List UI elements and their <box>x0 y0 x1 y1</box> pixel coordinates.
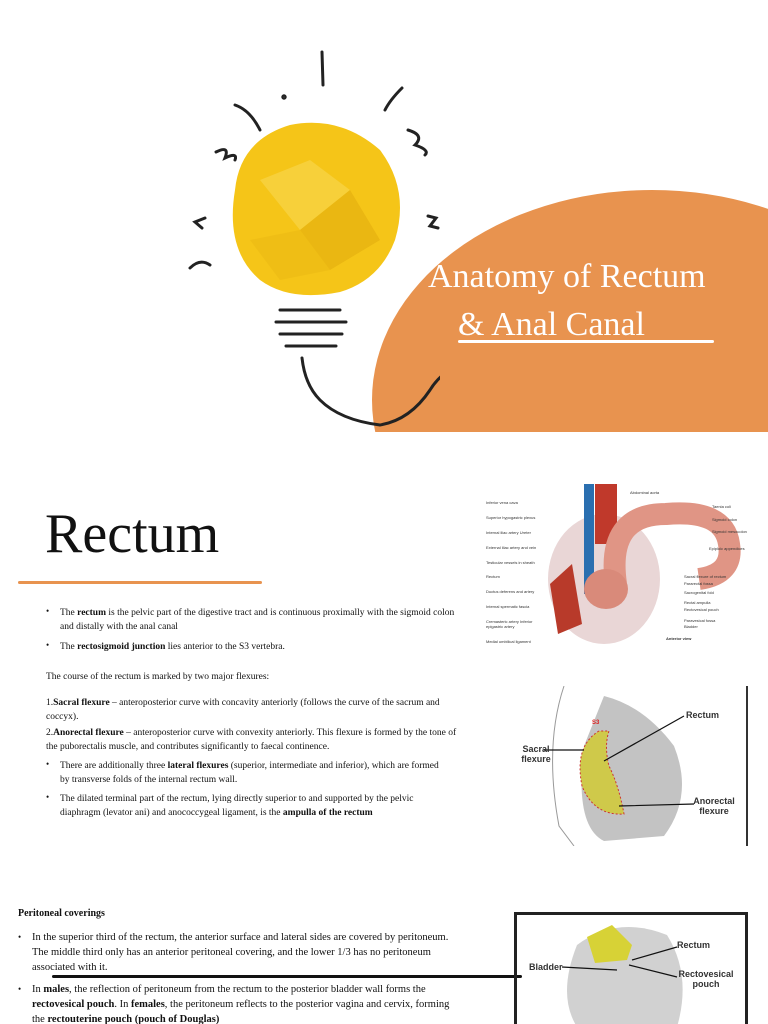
bullet-rectum-definition: The rectum is the pelvic part of the dig… <box>60 608 455 632</box>
bullet-icon: • <box>46 759 50 769</box>
title-underline <box>458 340 714 343</box>
bullet-lateral-flexures: There are additionally three lateral fle… <box>60 761 439 785</box>
title-line-1: Anatomy of Rectum <box>428 258 706 295</box>
rectum-label: Rectum <box>677 940 711 950</box>
figure-label: Sacrogenital fold <box>684 590 714 595</box>
figure-label: Ductus deferens and artery <box>486 589 535 595</box>
rectovesical-pouch-figure: Rectum Bladder Rectovesical pouch <box>514 912 748 1024</box>
figure-label: Pararectal fossa <box>684 581 713 586</box>
figure-label: Internal spermatic fascia <box>486 604 530 610</box>
figure-label: Sacral flexure of rectum <box>684 574 727 579</box>
s3-label: S3 <box>592 720 600 726</box>
figure-label: Rectal ampulla <box>684 600 711 605</box>
bullet-icon: • <box>46 792 50 802</box>
bullet-icon: • <box>46 640 50 650</box>
course-intro: The course of the rectum is marked by tw… <box>46 672 270 682</box>
figure-label: Testicular vessels in sheath <box>486 559 535 565</box>
peritoneal-coverings-slide: Peritoneal coverings • In the superior t… <box>0 868 768 1024</box>
bullet-pouches: In males, the reflection of peritoneum f… <box>32 984 450 1024</box>
rectovesical-pouch-label: Rectovesical pouch <box>678 969 734 989</box>
figure-label: Abdominal aorta <box>630 490 660 495</box>
spark-line <box>320 50 325 87</box>
bullet-ampulla: The dilated terminal part of the rectum,… <box>60 794 414 818</box>
ink-underline <box>52 975 522 978</box>
figure-label: Bladder <box>684 624 698 629</box>
figure-left-labels: Inferior vena cava Superior hypogastric … <box>486 500 538 644</box>
figure-label: Medial umbilical ligament <box>486 638 531 644</box>
sacral-flexure-label: Sacral flexure <box>521 744 551 764</box>
figure-label: Sigmoid colon <box>712 517 738 522</box>
rectum-slide: Rectum • The rectum is the pelvic part o… <box>0 440 768 860</box>
bullet-icon: • <box>18 932 22 942</box>
figure-label: Cremasteric artery Inferior epigastric a… <box>486 619 533 629</box>
rectum-label: Rectum <box>686 710 720 720</box>
rectum-anterior-view-figure: Inferior vena cava Superior hypogastric … <box>484 484 768 654</box>
figure-label: Superior hypogastric plexus <box>486 514 536 520</box>
figure-caption: Anterior view <box>666 636 692 641</box>
title-slide: Anatomy of Rectum & Anal Canal <box>0 0 768 432</box>
figure-label: Taenia coli <box>712 504 731 509</box>
figure-label: Epiploic appendices <box>709 546 745 551</box>
figure-label: Inferior vena cava <box>486 500 518 505</box>
sacral-flexure-text: 1.Sacral flexure – anteroposterior curve… <box>46 698 440 722</box>
bullet-icon: • <box>18 984 22 994</box>
title-line-2: & Anal Canal <box>458 306 645 343</box>
bladder-label: Bladder <box>529 962 563 972</box>
section-heading: Peritoneal coverings <box>18 908 105 919</box>
heading-underline <box>18 581 262 584</box>
bullet-peritoneum-thirds: In the superior third of the rectum, the… <box>32 932 449 973</box>
slide-heading: Rectum <box>45 503 220 565</box>
bullet-icon: • <box>46 606 50 616</box>
figure-label: Paravesical fossa <box>684 618 716 623</box>
anorectal-flexure-label: Anorectal flexure <box>693 796 735 816</box>
bullet-rectosigmoid: The rectosigmoid junction lies anterior … <box>60 642 285 652</box>
figure-label: Rectum <box>486 574 500 580</box>
lightbulb-illustration <box>188 50 440 427</box>
figure-label: Rectovesical pouch <box>684 607 719 612</box>
figure-label: External iliac artery and vein <box>486 544 537 550</box>
rectum-flexures-figure: S3 Rectum Sacral flexure Anorectal flexu… <box>514 686 748 846</box>
figure-label: Sigmoid mesocolon <box>712 529 747 534</box>
figure-label: Internal iliac artery Ureter <box>486 529 531 535</box>
anorectal-flexure-text: 2.Anorectal flexure – anteroposterior cu… <box>46 728 457 752</box>
